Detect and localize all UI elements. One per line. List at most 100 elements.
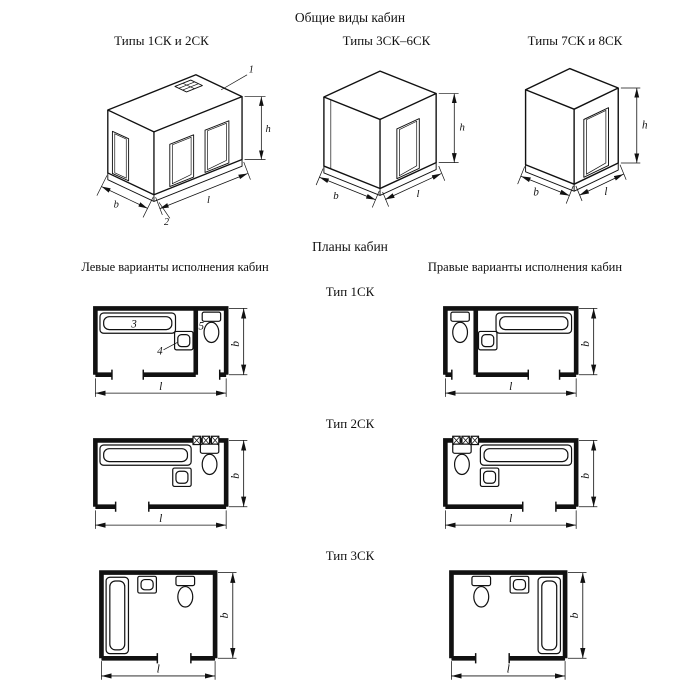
dimension-l: l: [444, 510, 577, 529]
plans-title: Планы кабин: [312, 239, 388, 254]
bathtub: [105, 576, 129, 655]
dimension-l: l: [94, 510, 227, 529]
iso-drawing-1sk-2sk: 1 2 h b l: [96, 64, 271, 228]
callout-4-label: 4: [157, 345, 163, 357]
dimension-l: l: [444, 378, 577, 397]
plan-2sk-right: l b: [442, 435, 597, 529]
room-walls: [448, 570, 567, 664]
dimension-h: h: [438, 93, 465, 163]
isometric-views-row: Типы 1СК и 2СК: [0, 33, 700, 230]
iso-label-7sk-8sk: Типы 7СК и 8СК: [527, 33, 623, 48]
dim-label-b: b: [114, 199, 119, 210]
variant-columns-row: Левые варианты исполнения кабин Правые в…: [0, 260, 700, 275]
type-3sk-label: Тип 3СК: [325, 548, 375, 563]
door-opening: [204, 120, 230, 173]
cabin-body: [524, 67, 619, 185]
plan-3sk-left: l b: [98, 570, 237, 680]
dimension-b: b: [578, 440, 597, 508]
callout-1-label: 1: [249, 64, 254, 75]
dimension-l: l: [155, 161, 251, 216]
dimension-b: b: [228, 308, 247, 376]
vent-block: [174, 79, 203, 93]
toilet: [449, 311, 470, 344]
dim-label-b: b: [333, 190, 339, 202]
cabin-body: [107, 74, 243, 196]
iso-drawing-7sk-8sk: h b l: [517, 67, 648, 204]
dim-label-l: l: [417, 188, 420, 200]
iso-label-1sk-2sk: Типы 1СК и 2СК: [114, 33, 209, 48]
plan-cell-3sk-left: l b: [0, 565, 350, 691]
plan-row-2sk: l b: [0, 433, 700, 539]
dim-label-b: b: [580, 473, 592, 479]
dim-label-h: h: [266, 124, 271, 135]
mirrored-room: [448, 570, 567, 664]
plan-1sk-left: 3 4 5 l: [92, 306, 247, 397]
mirrored-room: [442, 435, 578, 512]
plan-row-3sk: l b: [0, 565, 700, 691]
plan-cell-2sk-right: l b: [350, 433, 700, 539]
callout-1: 1: [220, 64, 254, 91]
sink: [479, 467, 499, 488]
bathtub: [98, 444, 192, 466]
room-walls: [98, 570, 217, 664]
dim-label-l: l: [506, 663, 509, 676]
dimension-l: l: [575, 164, 627, 202]
callout-5-label: 5: [198, 321, 204, 333]
toilet: [470, 575, 491, 608]
plan-row-1sk: 3 4 5 l: [0, 301, 700, 407]
sink: [509, 575, 529, 594]
room-walls: [442, 438, 578, 512]
dimension-b: b: [228, 440, 247, 508]
plan-cell-1sk-left: 3 4 5 l: [0, 301, 350, 407]
dim-label-h: h: [459, 122, 464, 134]
right-variants-label: Правые варианты исполнения кабин: [427, 260, 623, 274]
toilet: [174, 575, 195, 608]
plan-2sk-left: l b: [92, 435, 247, 529]
dimension-b: b: [96, 175, 154, 218]
type-2sk-label: Тип 2СК: [325, 416, 375, 431]
plan-cell-3sk-right: l b: [350, 565, 700, 691]
vent-grille: [191, 435, 219, 446]
dimension-l: l: [100, 661, 215, 680]
dimension-b: b: [567, 572, 587, 659]
left-variants-label: Левые варианты исполнения кабин: [81, 260, 269, 274]
iso-view-3sk-6sk: Типы 3СК–6СК: [298, 33, 475, 218]
dim-label-l: l: [159, 513, 162, 525]
dimension-b: b: [517, 166, 574, 204]
dimension-b: b: [578, 308, 597, 376]
toilet: [199, 443, 219, 476]
door-opening: [396, 118, 420, 180]
iso-view-7sk-8sk: Типы 7СК и 8СК h: [499, 33, 651, 208]
toilet: [451, 443, 472, 476]
bathtub: [479, 444, 572, 466]
dimension-h: h: [244, 96, 271, 160]
bathtub: [536, 576, 561, 655]
dim-label-l: l: [156, 663, 159, 676]
iso-view-1sk-2sk: Типы 1СК и 2СК: [49, 33, 274, 230]
cabin-base: [107, 159, 243, 202]
dim-label-b: b: [218, 612, 231, 618]
cabin-base: [323, 162, 437, 196]
callout-3-label: 3: [130, 319, 137, 331]
dim-label-b: b: [580, 341, 592, 347]
door-opening: [583, 107, 610, 178]
dim-label-l: l: [509, 381, 512, 393]
dim-label-l: l: [207, 195, 210, 206]
callout-2-label: 2: [164, 217, 169, 228]
room-walls: [92, 438, 228, 512]
dimension-b: b: [217, 572, 237, 659]
dimension-l: l: [382, 165, 446, 207]
iso-drawing-3sk-6sk: h b l: [315, 70, 465, 208]
cabin-base: [525, 163, 619, 192]
plan-3sk-right: l b: [448, 570, 587, 680]
mirrored-room: [442, 306, 578, 380]
dim-label-l: l: [159, 381, 162, 393]
plan-cell-2sk-left: l b: [0, 433, 350, 539]
room-walls: [92, 306, 228, 380]
general-views-title: Общие виды кабин: [294, 10, 406, 25]
dimension-l: l: [450, 661, 565, 680]
callout-2: 2: [158, 202, 171, 228]
dim-label-b: b: [533, 187, 539, 199]
dim-label-b: b: [568, 612, 581, 618]
